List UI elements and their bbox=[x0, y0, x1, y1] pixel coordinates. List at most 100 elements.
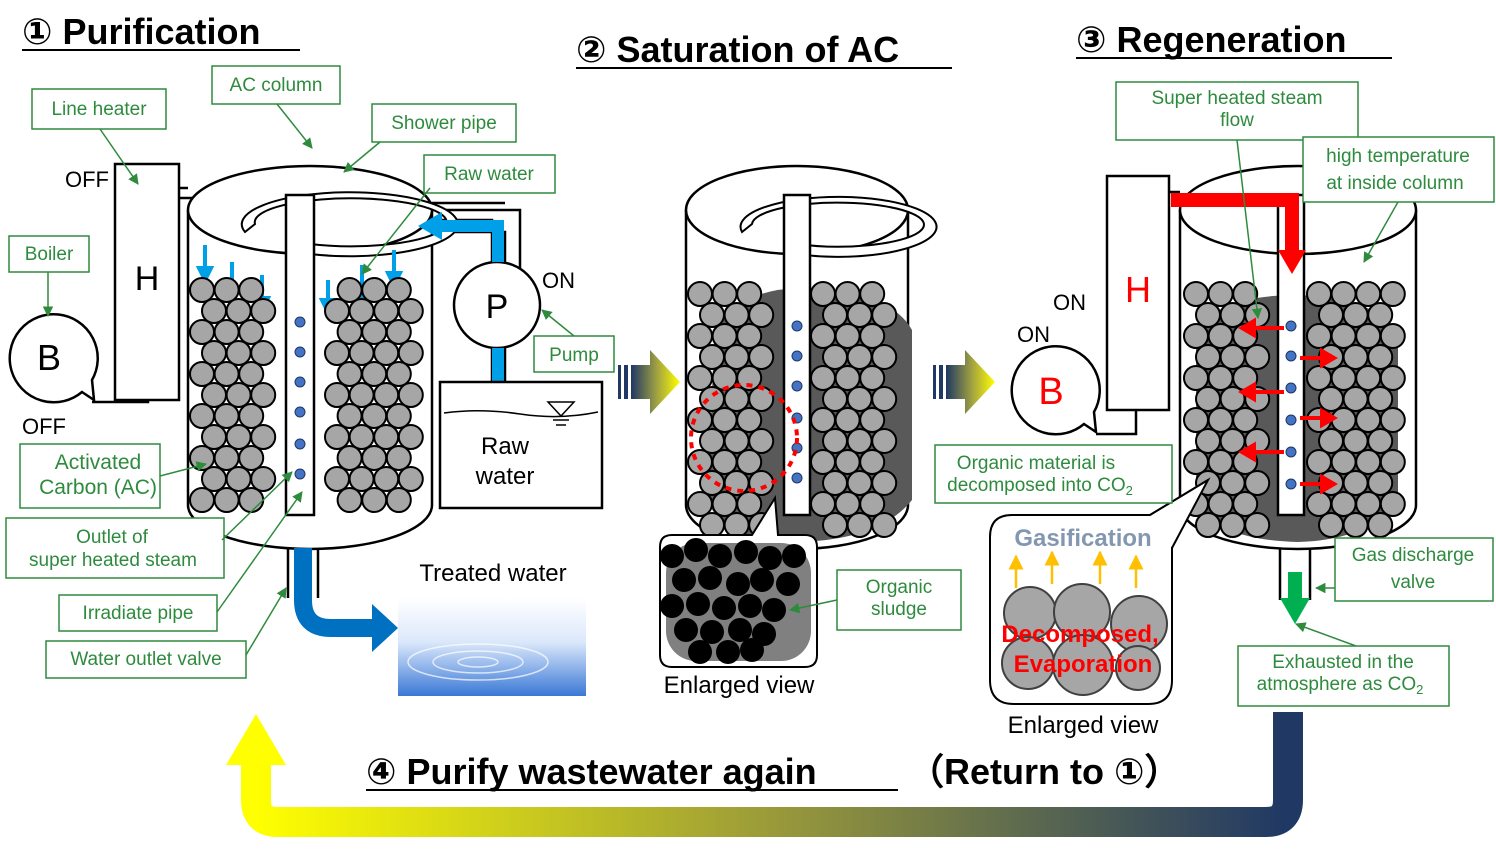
ac-pellet bbox=[213, 277, 240, 303]
ac-pellet bbox=[699, 428, 725, 454]
ac-pellet bbox=[1318, 386, 1344, 412]
ac-pellet bbox=[238, 361, 265, 387]
ac-pellet bbox=[1367, 302, 1394, 328]
treated-water-image bbox=[398, 598, 586, 696]
state-boiler-3: ON bbox=[1017, 322, 1050, 347]
ac-pellet bbox=[213, 319, 240, 345]
gasification-label: Gasification bbox=[1014, 525, 1151, 552]
ac-pellet bbox=[1207, 491, 1234, 517]
ac-pellet bbox=[189, 445, 215, 471]
label-activated-carbon-2: Carbon (AC) bbox=[39, 476, 157, 499]
stage-purification: H B bbox=[8, 162, 604, 696]
ac-pellet bbox=[1379, 449, 1406, 475]
ac-pellet bbox=[711, 407, 738, 433]
ac-pellet bbox=[373, 466, 400, 492]
title-return-2: （Return to ①） bbox=[908, 751, 1180, 792]
ac-pellet bbox=[699, 302, 725, 328]
ac-pellet bbox=[1355, 407, 1382, 433]
ac-pellet bbox=[822, 512, 848, 538]
enlarged-view-label-2: Enlarged view bbox=[664, 672, 815, 699]
ac-pellet bbox=[250, 340, 277, 366]
exhaust-arrow bbox=[1280, 598, 1310, 624]
sludge-particle bbox=[726, 572, 750, 596]
state-pump: ON bbox=[542, 268, 575, 293]
ac-pellet bbox=[397, 298, 424, 324]
sludge-particle bbox=[716, 640, 740, 664]
boiler-shape bbox=[8, 313, 99, 404]
title-saturation: ② Saturation of AC bbox=[576, 29, 899, 70]
ac-pellet bbox=[810, 365, 836, 391]
ac-pellet bbox=[723, 344, 750, 370]
ac-pellet bbox=[687, 491, 713, 517]
ac-pellet bbox=[225, 340, 252, 366]
ac-pellet bbox=[1342, 386, 1369, 412]
label-steam-flow-2: flow bbox=[1220, 110, 1254, 131]
ac-pellet bbox=[723, 428, 750, 454]
ac-pellet bbox=[846, 344, 873, 370]
ac-pellet bbox=[846, 470, 873, 496]
ac-pellet bbox=[736, 407, 763, 433]
ac-pellet bbox=[822, 302, 848, 328]
sludge-particle bbox=[660, 594, 684, 618]
ac-pellet bbox=[1195, 302, 1221, 328]
ac-pellet bbox=[1330, 407, 1357, 433]
sludge-particle bbox=[740, 638, 764, 662]
label-irradiate-pipe: Irradiate pipe bbox=[83, 603, 194, 624]
ac-pellet bbox=[361, 319, 388, 345]
ac-pellet bbox=[810, 491, 836, 517]
ac-pellet bbox=[1207, 365, 1234, 391]
ac-pellet bbox=[361, 445, 388, 471]
sludge-particle bbox=[674, 618, 698, 642]
ac-pellet bbox=[1318, 302, 1344, 328]
ac-pellet bbox=[336, 277, 363, 303]
ac-pellet bbox=[1232, 491, 1259, 517]
ac-pellet bbox=[1330, 449, 1357, 475]
ac-pellet bbox=[225, 298, 252, 324]
ac-pellet bbox=[846, 302, 873, 328]
ac-pellet bbox=[361, 361, 388, 387]
ac-pellet bbox=[810, 449, 836, 475]
sludge-particle bbox=[686, 592, 710, 616]
pump-symbol: P bbox=[486, 288, 509, 326]
sludge-particle bbox=[758, 546, 782, 570]
ac-pellet bbox=[1367, 386, 1394, 412]
ac-pellet bbox=[250, 298, 277, 324]
label-outlet-steam-2: super heated steam bbox=[29, 550, 197, 571]
ac-pellet bbox=[859, 281, 886, 307]
boiler-symbol: B bbox=[37, 337, 61, 378]
heater-symbol-3: H bbox=[1125, 269, 1151, 310]
sludge-particle bbox=[738, 594, 762, 618]
label-organic-decomposed-2: decomposed into CO2 bbox=[947, 475, 1133, 498]
ac-pellet bbox=[1306, 449, 1332, 475]
sludge-particle bbox=[750, 568, 774, 592]
ac-pellet bbox=[1318, 428, 1344, 454]
ac-pellet bbox=[1342, 470, 1369, 496]
treated-water-label: Treated water bbox=[419, 560, 566, 587]
ac-pellet bbox=[822, 344, 848, 370]
ac-pellet bbox=[1355, 323, 1382, 349]
ac-pellet bbox=[859, 365, 886, 391]
enlarged-view-label-3: Enlarged view bbox=[1008, 712, 1159, 739]
ac-pellet bbox=[361, 277, 388, 303]
ac-pellet bbox=[748, 302, 775, 328]
ac-pellet bbox=[1183, 365, 1209, 391]
ac-pellet bbox=[213, 487, 240, 513]
ac-pellet bbox=[822, 428, 848, 454]
ac-pellet bbox=[822, 386, 848, 412]
ac-pellet bbox=[1207, 323, 1234, 349]
label-pump: Pump bbox=[549, 345, 599, 366]
ac-pellet bbox=[859, 323, 886, 349]
stage-saturation bbox=[659, 164, 938, 668]
ac-pellet bbox=[711, 449, 738, 475]
ac-pellet bbox=[871, 470, 898, 496]
ac-pellet bbox=[846, 428, 873, 454]
ac-pellet bbox=[1219, 512, 1246, 538]
label-high-temp-1: high temperature bbox=[1326, 146, 1470, 167]
state-boiler-1: OFF bbox=[22, 414, 66, 439]
ac-pellet bbox=[1330, 365, 1357, 391]
label-shower-pipe: Shower pipe bbox=[391, 113, 497, 134]
ac-pellets-stage2 bbox=[687, 281, 898, 538]
ac-pellet bbox=[687, 323, 713, 349]
ac-pellet bbox=[1219, 470, 1246, 496]
ac-pellet bbox=[687, 281, 713, 307]
